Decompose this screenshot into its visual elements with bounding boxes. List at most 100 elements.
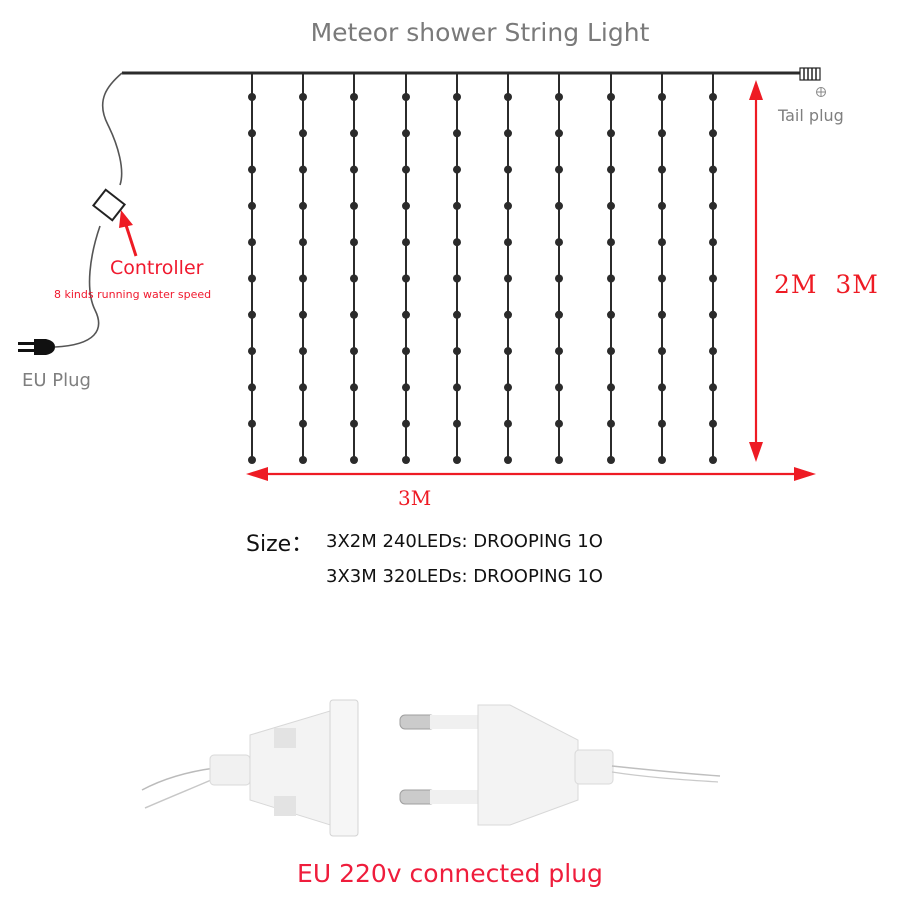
led-dot bbox=[350, 419, 358, 428]
led-dot bbox=[709, 419, 717, 428]
led-dot bbox=[299, 310, 307, 319]
led-dot bbox=[402, 419, 410, 428]
led-dot bbox=[248, 274, 256, 283]
size-row-3x2: 3X2M 240LEDs: DROOPING 1O bbox=[326, 531, 603, 552]
led-dot bbox=[709, 274, 717, 283]
led-dot bbox=[350, 274, 358, 283]
height-dimension-arrow bbox=[749, 80, 763, 462]
led-dot bbox=[248, 383, 256, 392]
led-dot bbox=[504, 347, 512, 356]
led-dot bbox=[402, 347, 410, 356]
led-dot bbox=[658, 383, 666, 392]
led-dot bbox=[607, 201, 615, 210]
led-dot bbox=[402, 456, 410, 464]
led-dot bbox=[248, 201, 256, 210]
led-dot bbox=[402, 129, 410, 138]
led-dot bbox=[299, 201, 307, 210]
led-dot bbox=[248, 238, 256, 247]
led-dot bbox=[402, 165, 410, 174]
led-dot bbox=[607, 383, 615, 392]
led-dot bbox=[453, 419, 461, 428]
led-dot bbox=[504, 201, 512, 210]
led-dot bbox=[350, 383, 358, 392]
led-dot bbox=[453, 129, 461, 138]
led-dot bbox=[607, 93, 615, 101]
lead-wire bbox=[101, 72, 123, 186]
led-dot bbox=[658, 347, 666, 356]
led-dot bbox=[350, 238, 358, 247]
led-dot bbox=[248, 347, 256, 356]
tail-plug-icon bbox=[799, 67, 826, 97]
led-dot bbox=[555, 165, 563, 174]
width-dimension-label: 3M bbox=[398, 486, 432, 510]
led-dot bbox=[402, 310, 410, 319]
led-dot bbox=[555, 347, 563, 356]
led-dot bbox=[350, 201, 358, 210]
width-dimension-arrow bbox=[246, 467, 816, 481]
led-dot bbox=[453, 456, 461, 464]
led-dot bbox=[709, 201, 717, 210]
led-dot bbox=[607, 419, 615, 428]
led-dot bbox=[504, 238, 512, 247]
led-dot bbox=[453, 310, 461, 319]
led-dot bbox=[658, 274, 666, 283]
led-dot bbox=[709, 456, 717, 464]
led-dot bbox=[607, 129, 615, 138]
led-dot bbox=[555, 129, 563, 138]
led-strands bbox=[248, 73, 717, 464]
led-dot bbox=[709, 93, 717, 101]
led-dot bbox=[248, 310, 256, 319]
led-dot bbox=[350, 165, 358, 174]
controller-label: Controller bbox=[110, 257, 204, 279]
led-dot bbox=[709, 165, 717, 174]
led-dot bbox=[248, 93, 256, 101]
led-dot bbox=[658, 165, 666, 174]
led-dot bbox=[555, 201, 563, 210]
led-dot bbox=[299, 383, 307, 392]
led-dot bbox=[299, 419, 307, 428]
led-dot bbox=[350, 310, 358, 319]
led-dot bbox=[709, 129, 717, 138]
led-dot bbox=[453, 238, 461, 247]
controller-arrow-icon bbox=[119, 210, 138, 257]
led-dot bbox=[248, 419, 256, 428]
led-dot bbox=[658, 456, 666, 464]
led-dot bbox=[299, 347, 307, 356]
led-dot bbox=[453, 347, 461, 356]
led-dot bbox=[607, 347, 615, 356]
led-dot bbox=[504, 129, 512, 138]
led-dot bbox=[299, 129, 307, 138]
led-dot bbox=[658, 129, 666, 138]
size-row-3x3: 3X3M 320LEDs: DROOPING 1O bbox=[326, 566, 603, 587]
led-dot bbox=[402, 201, 410, 210]
eu-plug-icon bbox=[18, 339, 55, 355]
led-dot bbox=[607, 274, 615, 283]
controller-icon bbox=[91, 188, 127, 222]
led-dot bbox=[299, 93, 307, 101]
led-dot bbox=[709, 347, 717, 356]
page-title: Meteor shower String Light bbox=[310, 18, 650, 47]
led-dot bbox=[658, 93, 666, 101]
controller-note: 8 kinds running water speed bbox=[54, 288, 212, 301]
led-dot bbox=[504, 165, 512, 174]
led-dot bbox=[453, 274, 461, 283]
led-dot bbox=[504, 93, 512, 101]
plug-wire bbox=[54, 225, 101, 348]
led-dot bbox=[555, 456, 563, 464]
tail-plug-label: Tail plug bbox=[778, 106, 844, 125]
plug-photo bbox=[141, 699, 721, 837]
led-dot bbox=[555, 419, 563, 428]
led-dot bbox=[658, 310, 666, 319]
led-dot bbox=[402, 274, 410, 283]
plug-caption: EU 220v connected plug bbox=[297, 859, 603, 888]
led-dot bbox=[658, 238, 666, 247]
led-dot bbox=[504, 383, 512, 392]
led-dot bbox=[350, 93, 358, 101]
led-dot bbox=[453, 165, 461, 174]
led-dot bbox=[350, 347, 358, 356]
led-dot bbox=[504, 419, 512, 428]
led-dot bbox=[504, 274, 512, 283]
led-dot bbox=[555, 93, 563, 101]
led-dot bbox=[658, 201, 666, 210]
